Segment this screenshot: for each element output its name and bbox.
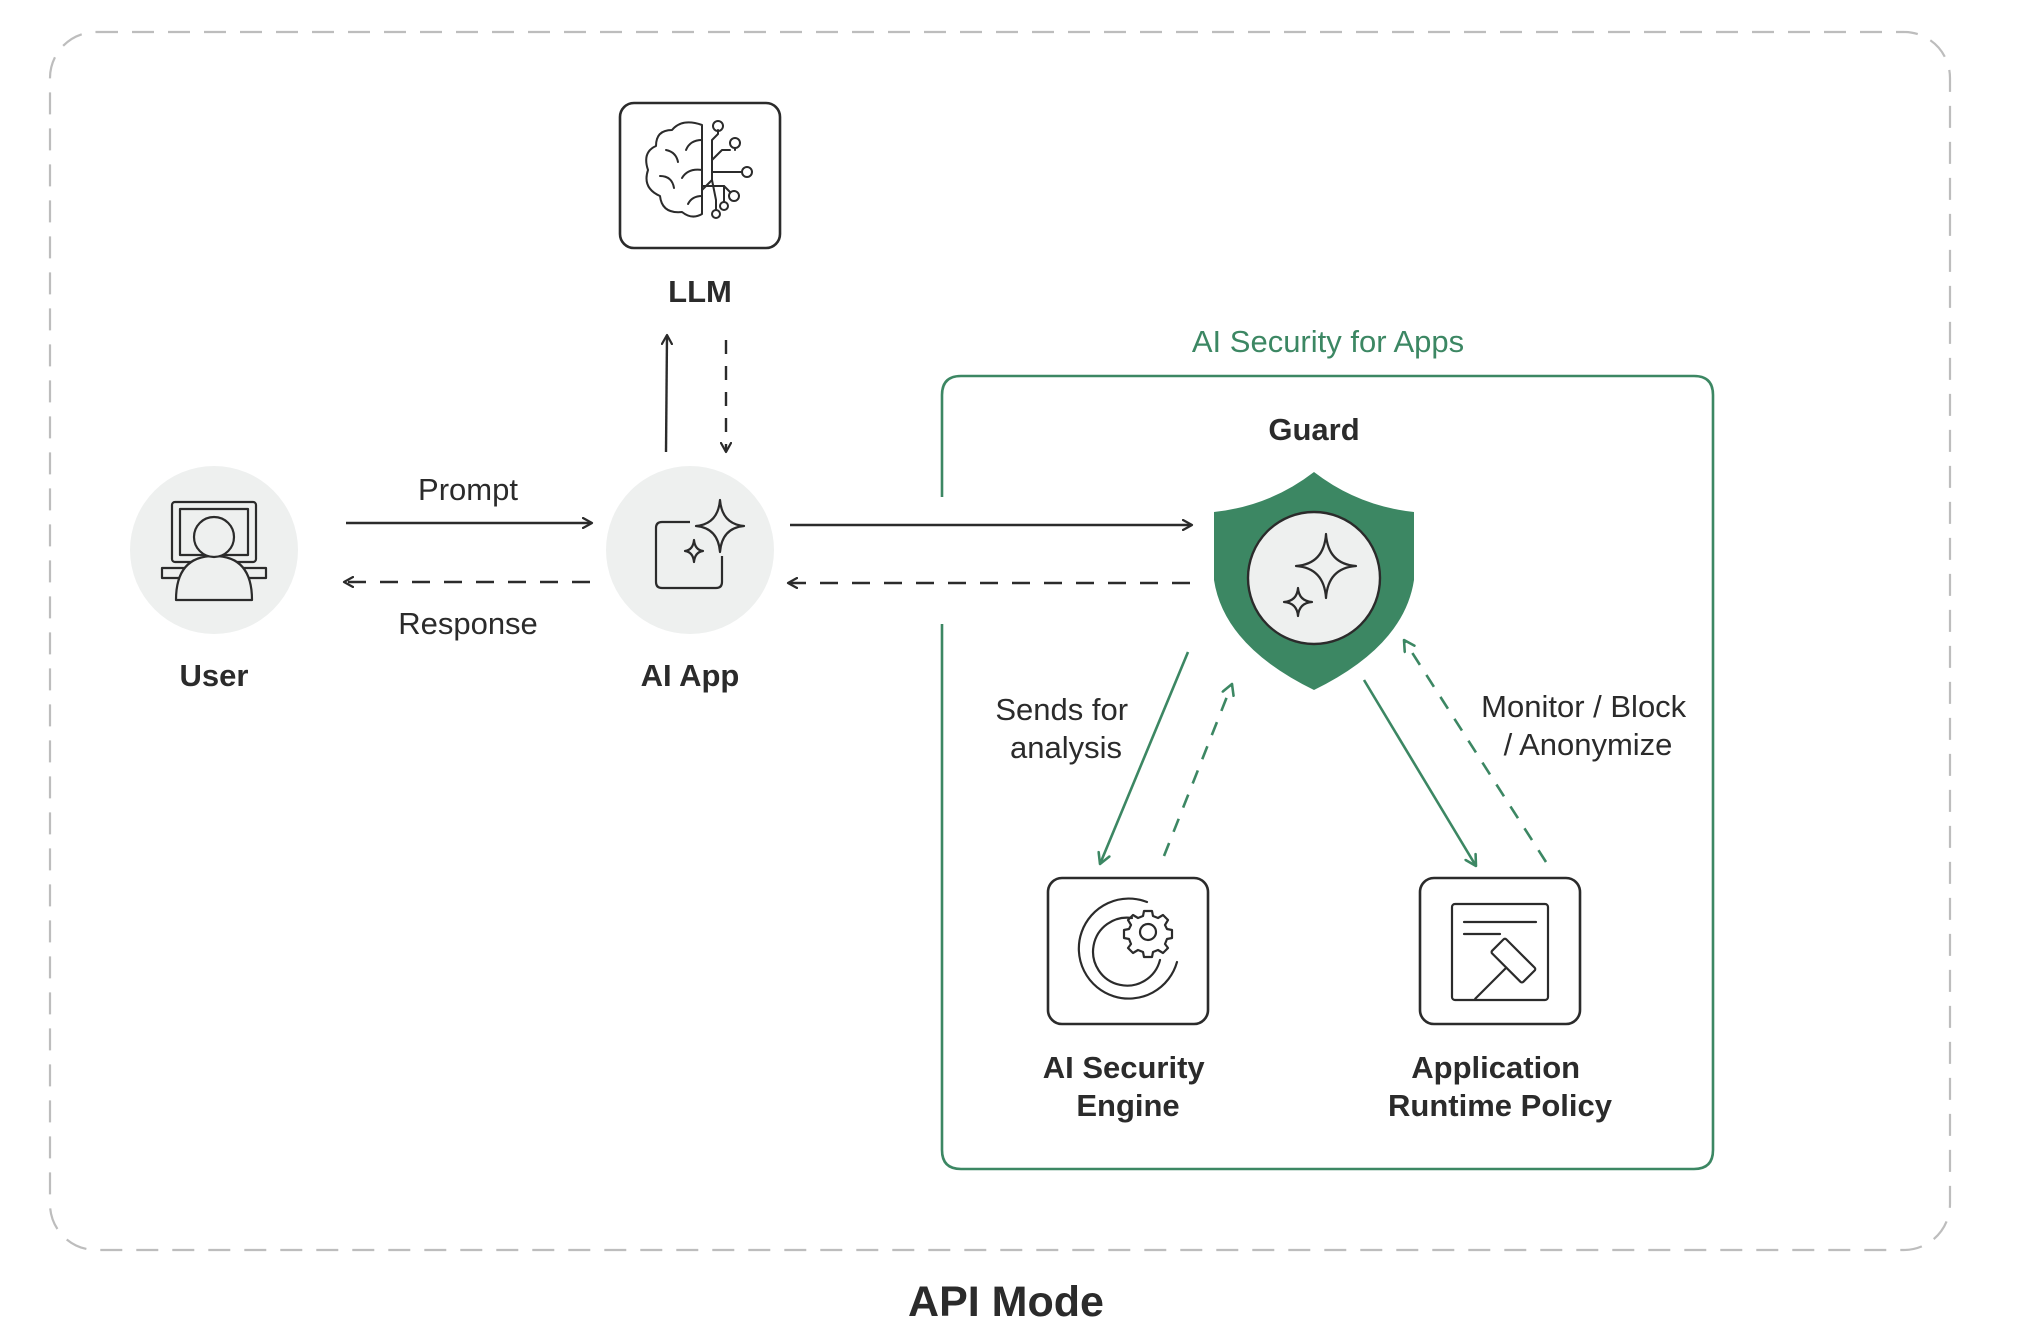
policy-label: Application Runtime Policy <box>1388 1050 1613 1123</box>
gear-cycle-icon <box>1077 897 1179 1000</box>
brain-circuit-icon <box>645 120 753 219</box>
guard-to-policy-arrow <box>1362 679 1476 866</box>
sends-for-analysis-label: Sends for analysis <box>995 692 1136 765</box>
guard-label: Guard <box>1268 412 1359 447</box>
response-label: Response <box>398 606 538 641</box>
prompt-label: Prompt <box>418 472 518 507</box>
api-mode-container <box>48 30 1952 1252</box>
engine-to-guard-arrow <box>1162 684 1232 857</box>
shield-sparkle-icon <box>1214 472 1414 690</box>
ai-app-label: AI App <box>641 658 740 693</box>
user-node <box>130 466 298 634</box>
llm-label: LLM <box>668 274 732 309</box>
diagram-title: API Mode <box>908 1278 1104 1326</box>
engine-label: AI Security Engine <box>1043 1050 1214 1123</box>
gavel-document-icon <box>1450 902 1550 1002</box>
app-to-llm-arrow <box>666 335 667 453</box>
policy-node <box>1418 876 1582 1026</box>
sparkle-app-icon <box>654 498 746 590</box>
guard-to-engine-arrow <box>1100 651 1190 864</box>
group-box <box>940 374 1715 1171</box>
engine-node <box>1046 876 1210 1026</box>
monitor-block-label: Monitor / Block / Anonymize <box>1481 689 1695 762</box>
group-label: AI Security for Apps <box>1192 324 1464 359</box>
user-computer-icon <box>160 500 268 602</box>
ai-app-node <box>606 466 774 634</box>
policy-to-guard-arrow <box>1404 640 1548 863</box>
llm-node <box>618 101 782 250</box>
user-label: User <box>180 658 249 693</box>
